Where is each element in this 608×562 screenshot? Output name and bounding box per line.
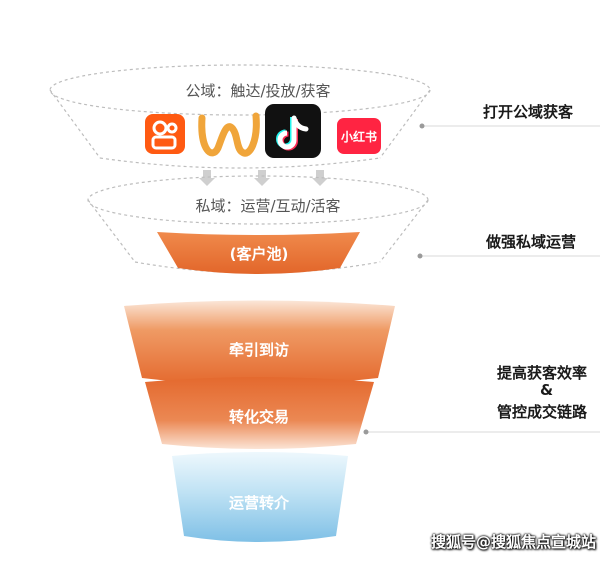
label-ampersand: & bbox=[540, 381, 554, 399]
label-strengthen-private-domain: 做强私域运营 bbox=[486, 233, 577, 251]
douyin-icon bbox=[265, 104, 321, 158]
down-arrows bbox=[199, 170, 328, 186]
connector-lines bbox=[363, 123, 600, 435]
stage-referral-shape bbox=[172, 452, 348, 542]
private-domain-ring bbox=[87, 175, 429, 274]
private-domain-label: 私域：运营/互动/活客 bbox=[195, 197, 340, 215]
public-domain-label: 公域：触达/投放/获客 bbox=[185, 82, 330, 100]
weishi-icon bbox=[198, 112, 260, 157]
label-control-deal-chain: 管控成交链路 bbox=[497, 403, 588, 421]
kuaishou-icon bbox=[145, 114, 185, 154]
public-domain-ring bbox=[49, 64, 431, 169]
watermark: 搜狐号@搜狐焦点宣城站 bbox=[430, 533, 596, 551]
xiaohongshu-icon-text: 小红书 bbox=[341, 129, 377, 144]
xiaohongshu-icon: 小红书 bbox=[337, 118, 381, 154]
customer-pool-shape bbox=[157, 232, 360, 274]
label-open-public-domain: 打开公域获客 bbox=[483, 103, 574, 121]
stage-attract-visit-shape bbox=[124, 300, 395, 385]
stage-conversion-shape bbox=[145, 377, 374, 449]
stage-attract-visit-label: 牵引到访 bbox=[229, 341, 289, 359]
stage-referral-label: 运营转介 bbox=[229, 494, 290, 512]
customer-pool-label: (客户池) bbox=[230, 245, 289, 263]
stage-conversion-label: 转化交易 bbox=[229, 408, 289, 426]
label-improve-efficiency: 提高获客效率 bbox=[497, 364, 588, 382]
